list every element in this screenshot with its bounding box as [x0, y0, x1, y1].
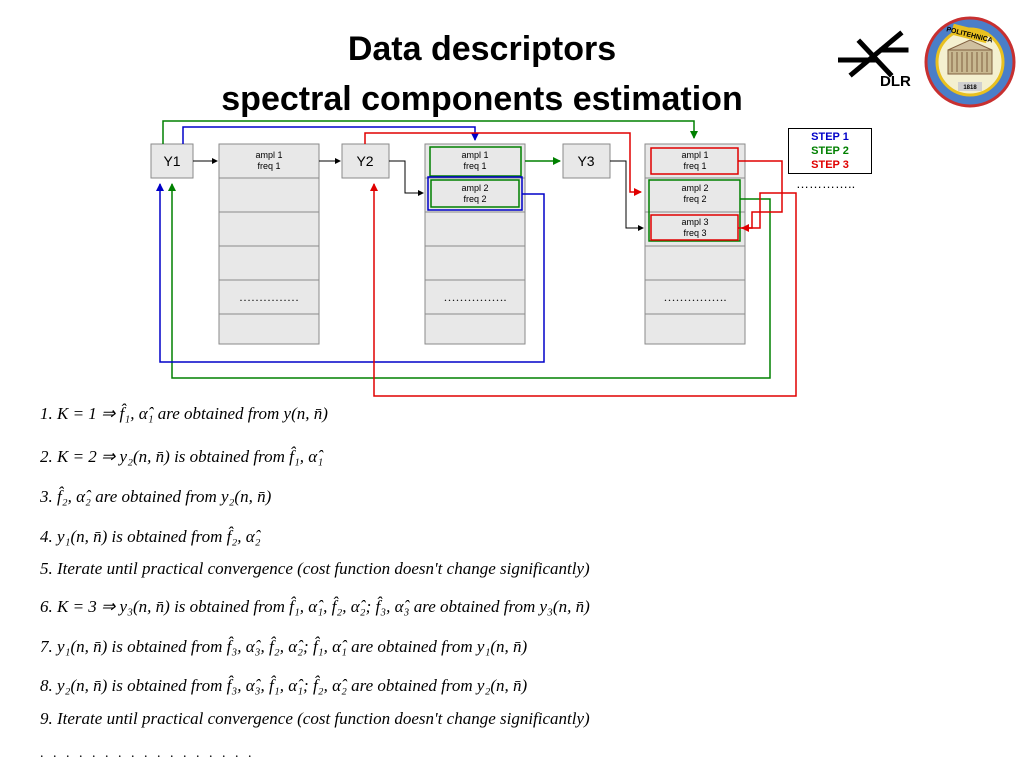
t2-cell2-freq: freq 2 [463, 194, 486, 204]
trailing-dots: . . . . . . . . . . . . . . . . . [40, 746, 255, 761]
node-y2-box [341, 143, 390, 179]
arrow-y2-t2 [389, 160, 424, 196]
step-9: 9. Iterate until practical convergence (… [40, 709, 590, 728]
table-1 [218, 143, 320, 345]
t2-dots: ……………. [444, 290, 507, 304]
t3-cell1-ampl: ampl 1 [681, 150, 708, 160]
t3-cell2-green [648, 179, 741, 242]
node-y2: Y2 [356, 153, 373, 169]
red-return [370, 183, 797, 397]
dlr-logo: DLR [838, 30, 911, 90]
step-4: 4. y₁(n, n̄) is obtained from f̂₂, α̂₂ [40, 527, 261, 546]
t3-cell1-freq: freq 1 [683, 161, 706, 171]
red-top [364, 132, 642, 196]
step-6: 6. K = 3 ⇒ y₃(n, n̄) is obtained from f̂… [40, 597, 590, 616]
blue-top [182, 126, 479, 144]
node-y3-box [562, 143, 611, 179]
legend-step2: STEP 2 [811, 145, 849, 157]
slide-title-line2: spectral components estimation [221, 80, 743, 118]
arrow-y3-t3 [610, 160, 644, 231]
slide-title-line1: Data descriptors [347, 30, 617, 68]
blue-return [156, 183, 545, 363]
t2-cell1-freq: freq 1 [463, 161, 486, 171]
table-3 [644, 143, 746, 345]
step-2: 2. K = 2 ⇒ y₂(n, n̄) is obtained from f̂… [40, 447, 324, 466]
t2-cell2-ampl: ampl 2 [461, 183, 488, 193]
t3-cell3-ampl: ampl 3 [681, 217, 708, 227]
step-3: 3. f̂₂, α̂₂ are obtained from y₂(n, n̄) [40, 487, 272, 506]
legend-dots: ………….. [796, 176, 856, 191]
t2-cell2-green [430, 179, 520, 208]
node-y1: Y1 [163, 153, 180, 169]
legend: STEP 1 STEP 2 STEP 3 [788, 128, 872, 174]
node-y1-box [150, 143, 194, 179]
step-7: 7. y₁(n, n̄) is obtained from f̂₃, α̂₃, … [40, 637, 528, 656]
t3-cell2-freq: freq 2 [683, 194, 706, 204]
t3-cell3-freq: freq 3 [683, 228, 706, 238]
politehnica-logo: POLITEHNICA 1818 [924, 16, 1016, 108]
t3-cell2-ampl: ampl 2 [681, 183, 708, 193]
t1-cell1-ampl: ampl 1 [255, 150, 282, 160]
green-top [162, 120, 698, 144]
legend-step3: STEP 3 [811, 159, 849, 171]
t1-cell1-freq: freq 1 [257, 161, 280, 171]
step-1: 1. K = 1 ⇒ f̂₁, α̂₁ are obtained from y(… [40, 404, 328, 423]
step-5: 5. Iterate until practical convergence (… [40, 559, 590, 578]
dlr-logo-text: DLR [880, 73, 911, 90]
node-y3: Y3 [577, 153, 594, 169]
legend-step1: STEP 1 [811, 131, 849, 143]
t2-cell1-green [429, 146, 522, 177]
t2-cell1-ampl: ampl 1 [461, 150, 488, 160]
spectral-diagram: Y1 Y2 Y3 ampl 1 freq 1 ampl 1 freq 1 amp… [150, 120, 797, 397]
t3-dots: ……………. [664, 290, 727, 304]
table-2 [424, 143, 526, 345]
t1-dots: …………… [239, 290, 299, 304]
step-8: 8. y₂(n, n̄) is obtained from f̂₃, α̂₃, … [40, 676, 528, 695]
politehnica-logo-year: 1818 [963, 85, 977, 91]
